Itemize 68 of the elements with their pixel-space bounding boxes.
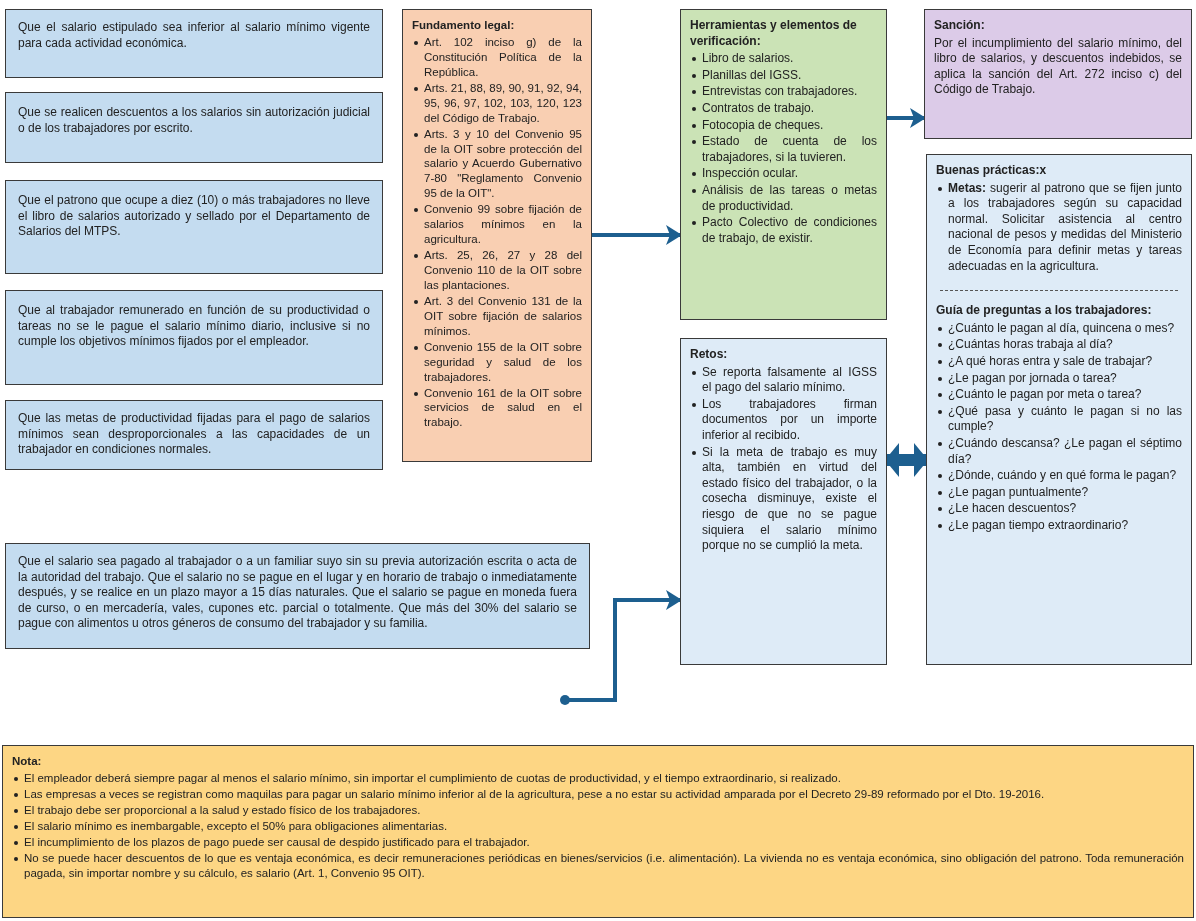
paragraph: Que las metas de productividad fijadas para el pago de salarios mínimos sean desproporcionales a las capacidades de un trabajador en condiciones normales. [18, 411, 370, 458]
text-box [680, 338, 887, 665]
bullet-item: Los trabajadores firman documentos por un importe inferior al recibido. [690, 396, 877, 444]
text-box [5, 543, 590, 649]
text-box [924, 9, 1192, 139]
text-box [5, 9, 383, 78]
bullet-item: Libro de salarios. [690, 51, 877, 67]
bullet-item: Contratos de trabajo. [690, 100, 877, 117]
bullet-item: ¿Qué pasa y cuánto le pagan si no las cumple? [936, 403, 1182, 435]
bullet-item: No se puede hacer descuentos de lo que es ventaja económica, es decir remuneraciones periódicas en bienes/servicios (i.e. alimentación). La vivienda no es ventaja económica, sino obligación del patrono. Toda remuneración pagada, sin importar nombre y su cálculo, es salario (Art. 1, Convenio 95 OIT). [12, 850, 1184, 881]
bullet-item: Entrevistas con trabajadores. [690, 84, 877, 100]
text-box [926, 154, 1192, 665]
bullet-item: Convenio 155 de la OIT sobre seguridad y salud de los trabajadores. [412, 339, 582, 385]
heading: Fundamento legal: [412, 18, 516, 33]
paragraph: Que el salario estipulado sea inferior al salario mínimo vigente para cada actividad económica. [18, 20, 370, 52]
bullet-item: Art. 102 inciso g) de la Constitución Política de la República. [412, 34, 582, 80]
bullet-item: ¿Cuántas horas trabaja al día? [936, 337, 1182, 353]
bullet-item: El empleador deberá siempre pagar al menos el salario mínimo, sin importar el cumplimiento de cuotas de productividad, y el tiempo extraordinario, si realizado. [12, 770, 1184, 786]
paragraph: Que el salario sea pagado al trabajador o a un familiar suyo sin su previa autorización escrita o acta de la autoridad del trabajo. Que el salario no se pague en el lugar y en horario de trabajo o inmediatamente después, y se realice en un plazo mayor a 15 días naturales. Que el salario se pague en moneda fuera de curso, o en mercadería, vales, cupones etc. parcial o totalmente. Que más del 30% del salario se pague con alimentos u otros géneros de consumo del trabajador y su familia. [18, 554, 577, 632]
heading: Buenas prácticas:x [936, 163, 1048, 179]
bullet-item: Estado de cuenta de los trabajadores, si la tuvieren. [690, 134, 877, 166]
text-box [5, 290, 383, 385]
bullet-item: ¿A qué horas entra y sale de trabajar? [936, 353, 1182, 370]
bullet-item: Convenio 161 de la OIT sobre servicios de salud en el trabajo. [412, 385, 582, 431]
bullet-item: Metas: sugerir al patrono que se fijen junto a los trabajadores según su capacidad normal. Solicitar asistencia al centro nacional de pesos y medidas del Ministerio de Economía para definir metas y tareas adecuadas en la agricultura. [936, 180, 1182, 275]
bullet-item: El salario mínimo es inembargable, excepto el 50% para obligaciones alimentarias. [12, 818, 1184, 834]
bullet-item: Arts. 3 y 10 del Convenio 95 de la OIT sobre protección del salario y Acuerdo Gubernativo 7-80 "Reglamento Convenio 95 de la OIT". [412, 126, 582, 202]
heading: Guía de preguntas a los trabajadores: [936, 303, 1153, 319]
paragraph: Que se realicen descuentos a los salarios sin autorización judicial o de los trabajadores por escrito. [18, 105, 370, 137]
bullet-item: ¿Dónde, cuándo y en qué forma le pagan? [936, 468, 1182, 484]
bullet-item: Planillas del IGSS. [690, 67, 877, 84]
bullet-item: ¿Cuánto le pagan al día, quincena o mes? [936, 320, 1182, 337]
bullet-item: Arts. 25, 26, 27 y 28 del Convenio 110 de la OIT sobre las plantaciones. [412, 248, 582, 293]
arrow [560, 590, 682, 705]
bullet-item: Pacto Colectivo de condiciones de trabajo, de existir. [690, 215, 877, 247]
bullet-item: Art. 3 del Convenio 131 de la OIT sobre fijación de salarios mínimos. [412, 293, 582, 339]
text-box [2, 745, 1194, 918]
bullet-item: ¿Le pagan puntualmente? [936, 484, 1182, 501]
bullet-item: ¿Le pagan por jornada o tarea? [936, 370, 1182, 387]
text-box [402, 9, 592, 462]
heading: Sanción: [934, 18, 986, 34]
arrow [592, 225, 682, 245]
bullet-item: Se reporta falsamente al IGSS el pago del salario mínimo. [690, 364, 877, 396]
text-box [5, 180, 383, 274]
paragraph: Por el incumplimiento del salario mínimo, del libro de salarios, y descuentos indebidos, se aplica la sanción del Art. 272 inciso c) del Código de Trabajo. [934, 35, 1182, 98]
bullet-item: Si la meta de trabajo es muy alta, también en virtud del estado físico del trabajador, o la cosecha disminuye, existe el riesgo de que no se pague siquiera el salario mínimo porque no se cumplió la meta. [690, 444, 877, 554]
bullet-item: Análisis de las tareas o metas de productividad. [690, 182, 877, 215]
heading: Nota: [12, 754, 43, 769]
heading: Herramientas y elementos de verificación: [690, 18, 858, 50]
text-box [680, 9, 887, 320]
bullet-item: Inspección ocular. [690, 166, 877, 182]
bullet-item: Fotocopia de cheques. [690, 117, 877, 134]
paragraph: Que al trabajador remunerado en función de su productividad o tareas no se le pague el salario mínimo diario, inclusive si no cumple los objetivos mínimos fijados por el empleador. [18, 303, 370, 350]
text-box [5, 400, 383, 470]
bullet-item: Arts. 21, 88, 89, 90, 91, 92, 94, 95, 96, 97, 102, 103, 120, 123 del Código de Trabajo. [412, 80, 582, 126]
bullet-item: El incumplimiento de los plazos de pago puede ser causal de despido justificado para el trabajador. [12, 834, 1184, 850]
heading: Retos: [690, 347, 729, 363]
bullet-item: Las empresas a veces se registran como maquilas para pagar un salario mínimo inferior al de la agricultura, pese a no estar su actividad amparada por el Decreto 29-89 reformado por el Dto. 19-2016. [12, 786, 1184, 802]
bullet-item: Convenio 99 sobre fijación de salarios mínimos en la agricultura. [412, 202, 582, 248]
bullet-item: ¿Cuándo descansa? ¿Le pagan el séptimo día? [936, 435, 1182, 468]
arrow [887, 108, 926, 128]
bullet-item: ¿Le pagan tiempo extraordinario? [936, 517, 1182, 534]
bullet-item: ¿Le hacen descuentos? [936, 501, 1182, 517]
bullet-item: ¿Cuánto le pagan por meta o tarea? [936, 387, 1182, 403]
bullet-item: El trabajo debe ser proporcional a la salud y estado físico de los trabajadores. [12, 802, 1184, 818]
paragraph: Que el patrono que ocupe a diez (10) o más trabajadores no lleve el libro de salarios autorizado y sellado por el Departamento de Salarios del MTPS. [18, 193, 370, 240]
text-box [5, 92, 383, 163]
double-arrow [885, 443, 928, 477]
